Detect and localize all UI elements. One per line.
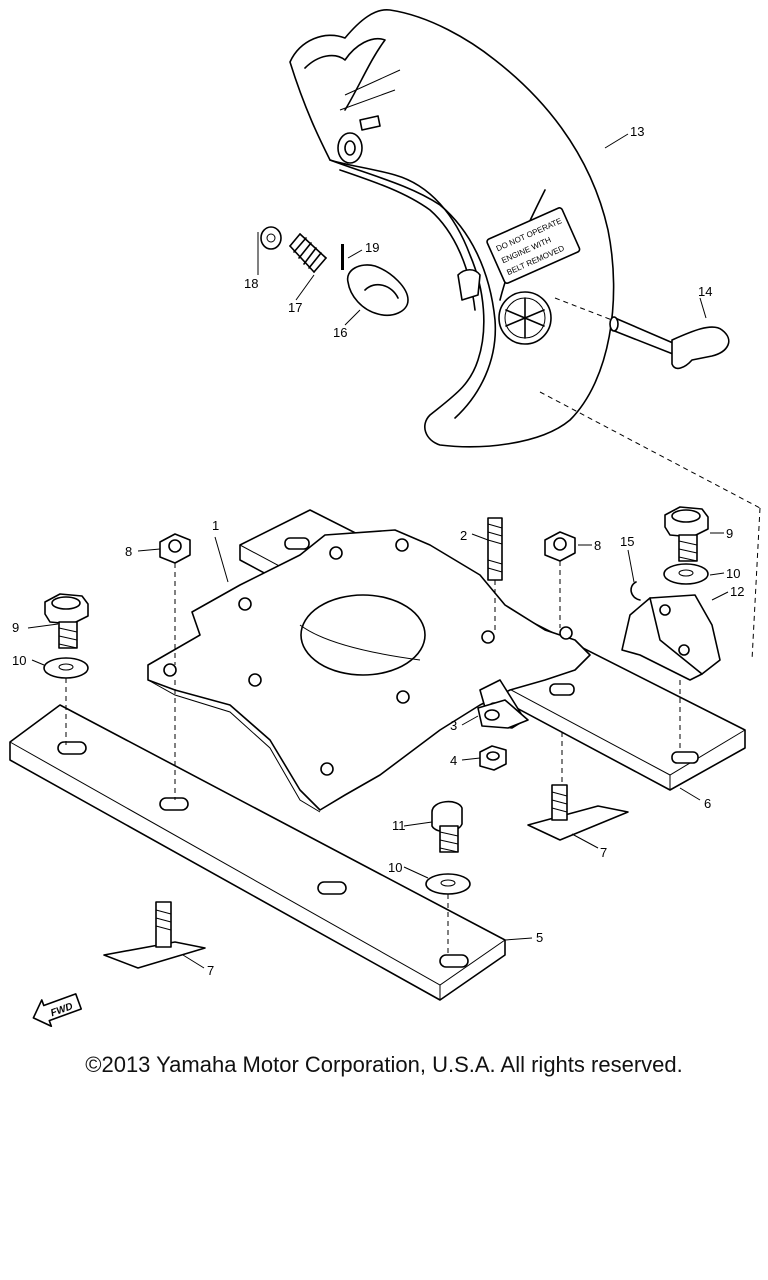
bolt-9-left xyxy=(44,593,89,649)
t-bolt-7-right xyxy=(527,784,629,841)
label-8-left: 8 xyxy=(125,544,132,559)
belt-guard-cover: DO NOT OPERATE ENGINE WITH BELT REMOVED xyxy=(289,9,615,448)
part-number-labels: 13 19 18 17 16 14 1 2 8 8 15 9 10 12 9 1… xyxy=(12,124,744,978)
washer-10-right xyxy=(663,563,709,585)
label-12: 12 xyxy=(730,584,744,599)
copyright-notice: ©2013 Yamaha Motor Corporation, U.S.A. A… xyxy=(85,1052,683,1077)
pivot-pin-14 xyxy=(554,297,730,370)
washer-18 xyxy=(260,226,282,250)
washer-3 xyxy=(477,699,529,729)
label-19: 19 xyxy=(365,240,379,255)
washer-10-left xyxy=(43,657,89,679)
label-17: 17 xyxy=(288,300,302,315)
label-4: 4 xyxy=(450,753,457,768)
nut-4 xyxy=(479,745,507,771)
label-9-left: 9 xyxy=(12,620,19,635)
label-14: 14 xyxy=(698,284,712,299)
bolt-9-right xyxy=(664,506,709,562)
label-9-right: 9 xyxy=(726,526,733,541)
label-18: 18 xyxy=(244,276,258,291)
label-3: 3 xyxy=(450,718,457,733)
plate-5 xyxy=(9,704,506,1001)
forward-arrow-icon: FWD xyxy=(32,993,83,1028)
label-5: 5 xyxy=(536,930,543,945)
label-10-bottom: 10 xyxy=(388,860,402,875)
label-2: 2 xyxy=(460,528,467,543)
label-15: 15 xyxy=(620,534,634,549)
knob-16 xyxy=(346,264,409,316)
nut-8-right xyxy=(544,531,576,562)
spring-17 xyxy=(289,233,327,273)
label-11: 11 xyxy=(392,818,406,833)
label-8-right: 8 xyxy=(594,538,601,553)
yamaha-emblem-icon xyxy=(498,291,552,345)
label-16: 16 xyxy=(333,325,347,340)
washer-10-bottom xyxy=(425,873,471,895)
stud-2 xyxy=(487,517,503,581)
label-10-left: 10 xyxy=(12,653,26,668)
parts-exploded-diagram: DO NOT OPERATE ENGINE WITH BELT REMOVED xyxy=(9,9,761,1028)
mounting-plate-1 xyxy=(147,529,591,813)
bracket-12 xyxy=(621,594,721,681)
knob-assembly xyxy=(260,226,409,316)
label-7-left: 7 xyxy=(207,963,214,978)
label-6: 6 xyxy=(704,796,711,811)
pin-19 xyxy=(341,244,344,270)
t-bolt-7-left xyxy=(103,901,206,969)
label-1: 1 xyxy=(212,518,219,533)
nut-8-left xyxy=(159,533,191,564)
clip-15 xyxy=(630,581,641,601)
label-13: 13 xyxy=(630,124,644,139)
label-7-right: 7 xyxy=(600,845,607,860)
bolt-11 xyxy=(431,800,463,853)
label-10-right: 10 xyxy=(726,566,740,581)
